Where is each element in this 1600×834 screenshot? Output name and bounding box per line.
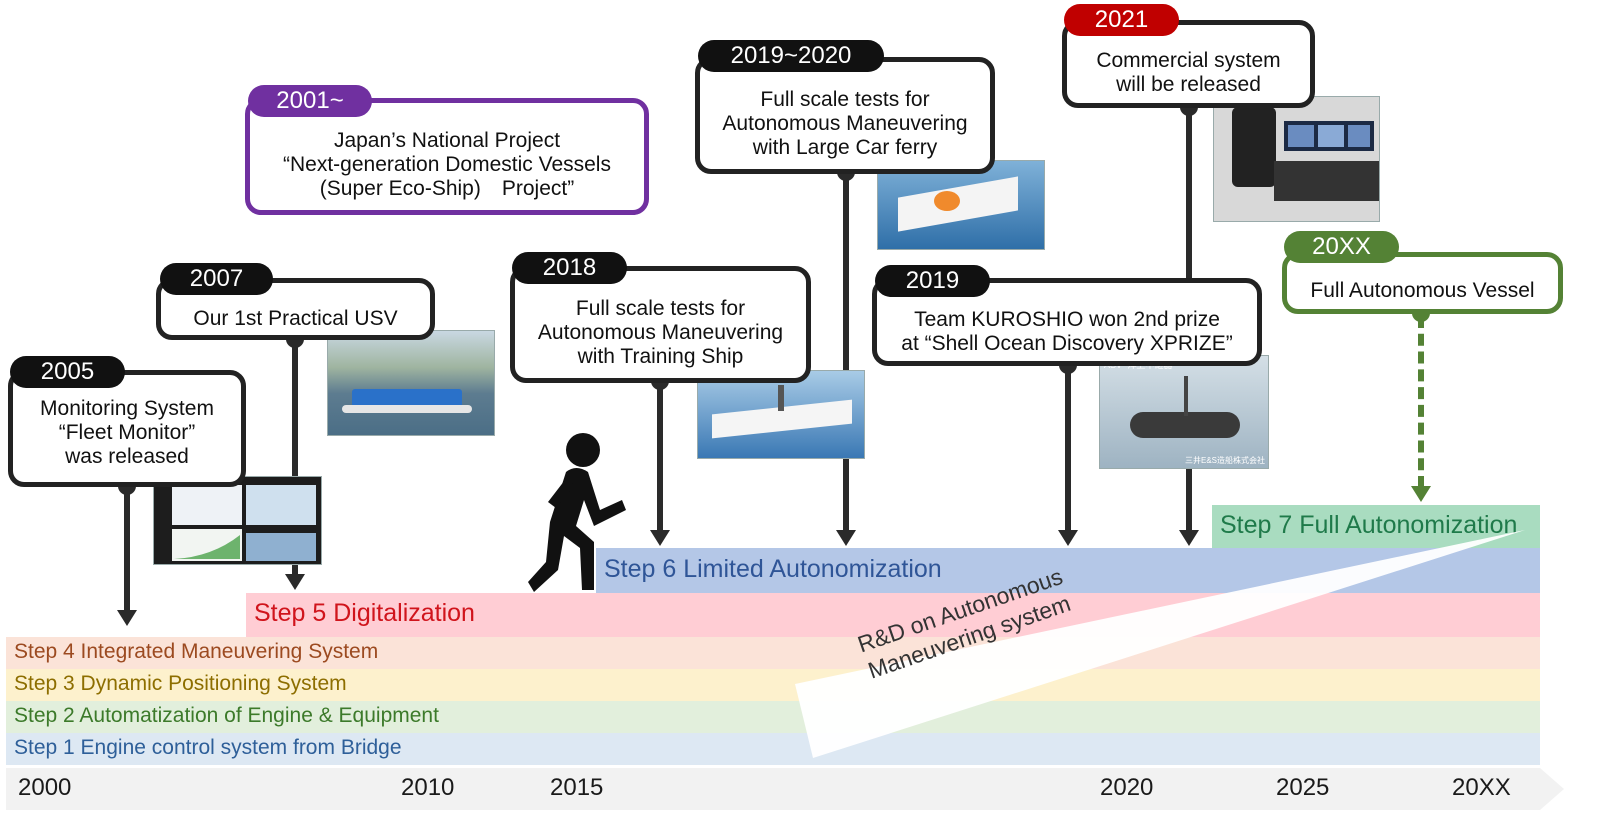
- arrow-20xx: [1411, 486, 1431, 502]
- time-axis-arrowhead: [1540, 768, 1564, 810]
- axis-tick-2025: 2025: [1276, 774, 1330, 801]
- year-tag-2001: 2001~: [248, 85, 372, 117]
- step2-band: Step 2 Automatization of Engine & Equipm…: [6, 701, 1540, 733]
- callout-2005-line3: was released: [65, 445, 189, 468]
- callout-2019-2020-line3: with Large Car ferry: [752, 136, 938, 159]
- callout-2018-line2: Autonomous Maneuvering: [537, 321, 784, 344]
- year-tag-2019-2020: 2019~2020: [698, 40, 884, 72]
- callout-2001: Japan’s National Project “Next-generatio…: [245, 98, 649, 215]
- callout-2021-line1: Commercial system: [1096, 49, 1281, 72]
- year-tag-2021: 2021: [1064, 4, 1179, 36]
- callout-2021: Commercial system will be released: [1062, 20, 1315, 108]
- arrow-2019-2020: [836, 530, 856, 546]
- callout-2018-line3: with Training Ship: [577, 345, 744, 368]
- callout-2019-line1: Team KUROSHIO won 2nd prize: [914, 308, 1220, 331]
- asv-photo-caption-bottom: 三井E&S造船株式会社: [1184, 456, 1265, 465]
- step6-label: Step 6 Limited Autonomization: [604, 555, 942, 583]
- step1-label: Step 1 Engine control system from Bridge: [14, 736, 402, 759]
- year-tag-2019: 2019: [875, 265, 990, 297]
- arrow-2005: [117, 610, 137, 626]
- axis-tick-2000: 2000: [18, 774, 72, 801]
- step7-label: Step 7 Full Autonomization: [1220, 511, 1518, 539]
- arrow-2007: [285, 574, 305, 590]
- connector-2005: [124, 485, 130, 610]
- fleet-monitor-screenshot: [153, 476, 322, 565]
- axis-tick-2020: 2020: [1100, 774, 1154, 801]
- callout-2001-line1: Japan’s National Project: [333, 129, 561, 152]
- axis-tick-2015: 2015: [550, 774, 604, 801]
- year-tag-2018: 2018: [512, 252, 627, 284]
- running-person-icon: [528, 433, 626, 592]
- connector-2018: [657, 380, 663, 530]
- connector-2007: [292, 338, 298, 574]
- asv-photo: ASV “洋上中継器” 三井E&S造船株式会社: [1099, 355, 1269, 469]
- step3-label: Step 3 Dynamic Positioning System: [14, 672, 347, 695]
- year-tag-2005: 2005: [10, 356, 125, 388]
- callout-2021-line2: will be released: [1116, 73, 1261, 96]
- step5-band: Step 5 Digitalization: [246, 593, 1540, 637]
- arrow-2019: [1058, 530, 1078, 546]
- callout-2019-2020-line1: Full scale tests for: [760, 88, 930, 111]
- callout-2019-2020-line2: Autonomous Maneuvering: [722, 112, 968, 135]
- step2-label: Step 2 Automatization of Engine & Equipm…: [14, 704, 439, 727]
- callout-2001-line2: “Next-generation Domestic Vessels: [283, 153, 611, 176]
- callout-2007-line1: Our 1st Practical USV: [193, 307, 398, 330]
- callout-2005-line1: Monitoring System: [40, 397, 214, 420]
- callout-2019-2020: Full scale tests for Autonomous Maneuver…: [695, 57, 995, 174]
- step3-band: Step 3 Dynamic Positioning System: [6, 669, 1540, 701]
- year-tag-2007: 2007: [160, 263, 273, 295]
- callout-2018: Full scale tests for Autonomous Maneuver…: [510, 266, 811, 383]
- training-ship-photo: [697, 370, 865, 459]
- step4-label: Step 4 Integrated Maneuvering System: [14, 640, 379, 663]
- callout-20xx-line1: Full Autonomous Vessel: [1310, 279, 1535, 302]
- axis-tick-2010: 2010: [401, 774, 455, 801]
- connector-20xx: [1418, 316, 1424, 488]
- step4-band: Step 4 Integrated Maneuvering System: [6, 637, 1540, 669]
- callout-2005-line2: “Fleet Monitor”: [58, 421, 196, 444]
- callout-2001-line3: (Super Eco-Ship) Project”: [319, 177, 575, 200]
- usv-photo: [327, 330, 495, 436]
- connector-2019-2020: [843, 172, 849, 530]
- time-axis: [6, 768, 1540, 810]
- step5-label: Step 5 Digitalization: [254, 599, 475, 627]
- control-console-photo: [1213, 96, 1380, 222]
- callout-2005: Monitoring System “Fleet Monitor” was re…: [8, 370, 246, 487]
- callout-2018-line1: Full scale tests for: [575, 297, 746, 320]
- axis-tick-20xx: 20XX: [1452, 774, 1511, 801]
- connector-2019: [1065, 364, 1071, 530]
- callout-2019-line2: at “Shell Ocean Discovery XPRIZE”: [901, 332, 1233, 355]
- step1-band: Step 1 Engine control system from Bridge: [6, 733, 1540, 765]
- arrow-2021: [1179, 530, 1199, 546]
- year-tag-20xx: 20XX: [1284, 231, 1399, 263]
- arrow-2018: [650, 530, 670, 546]
